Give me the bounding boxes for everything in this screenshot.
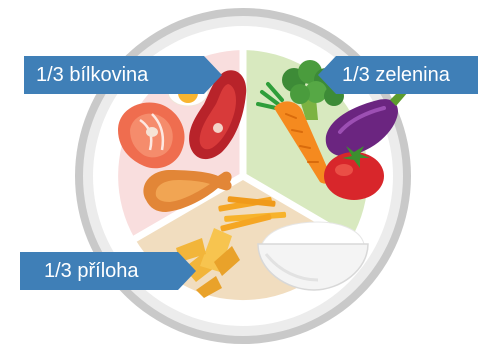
label-side: 1/3 příloha <box>20 252 196 290</box>
label-vegetables: 1/3 zelenina <box>318 56 478 94</box>
label-protein-text: 1/3 bílkovina <box>36 56 148 94</box>
label-vegetables-text: 1/3 zelenina <box>342 56 450 94</box>
label-protein: 1/3 bílkovina <box>24 56 222 94</box>
label-side-text: 1/3 příloha <box>44 252 139 290</box>
